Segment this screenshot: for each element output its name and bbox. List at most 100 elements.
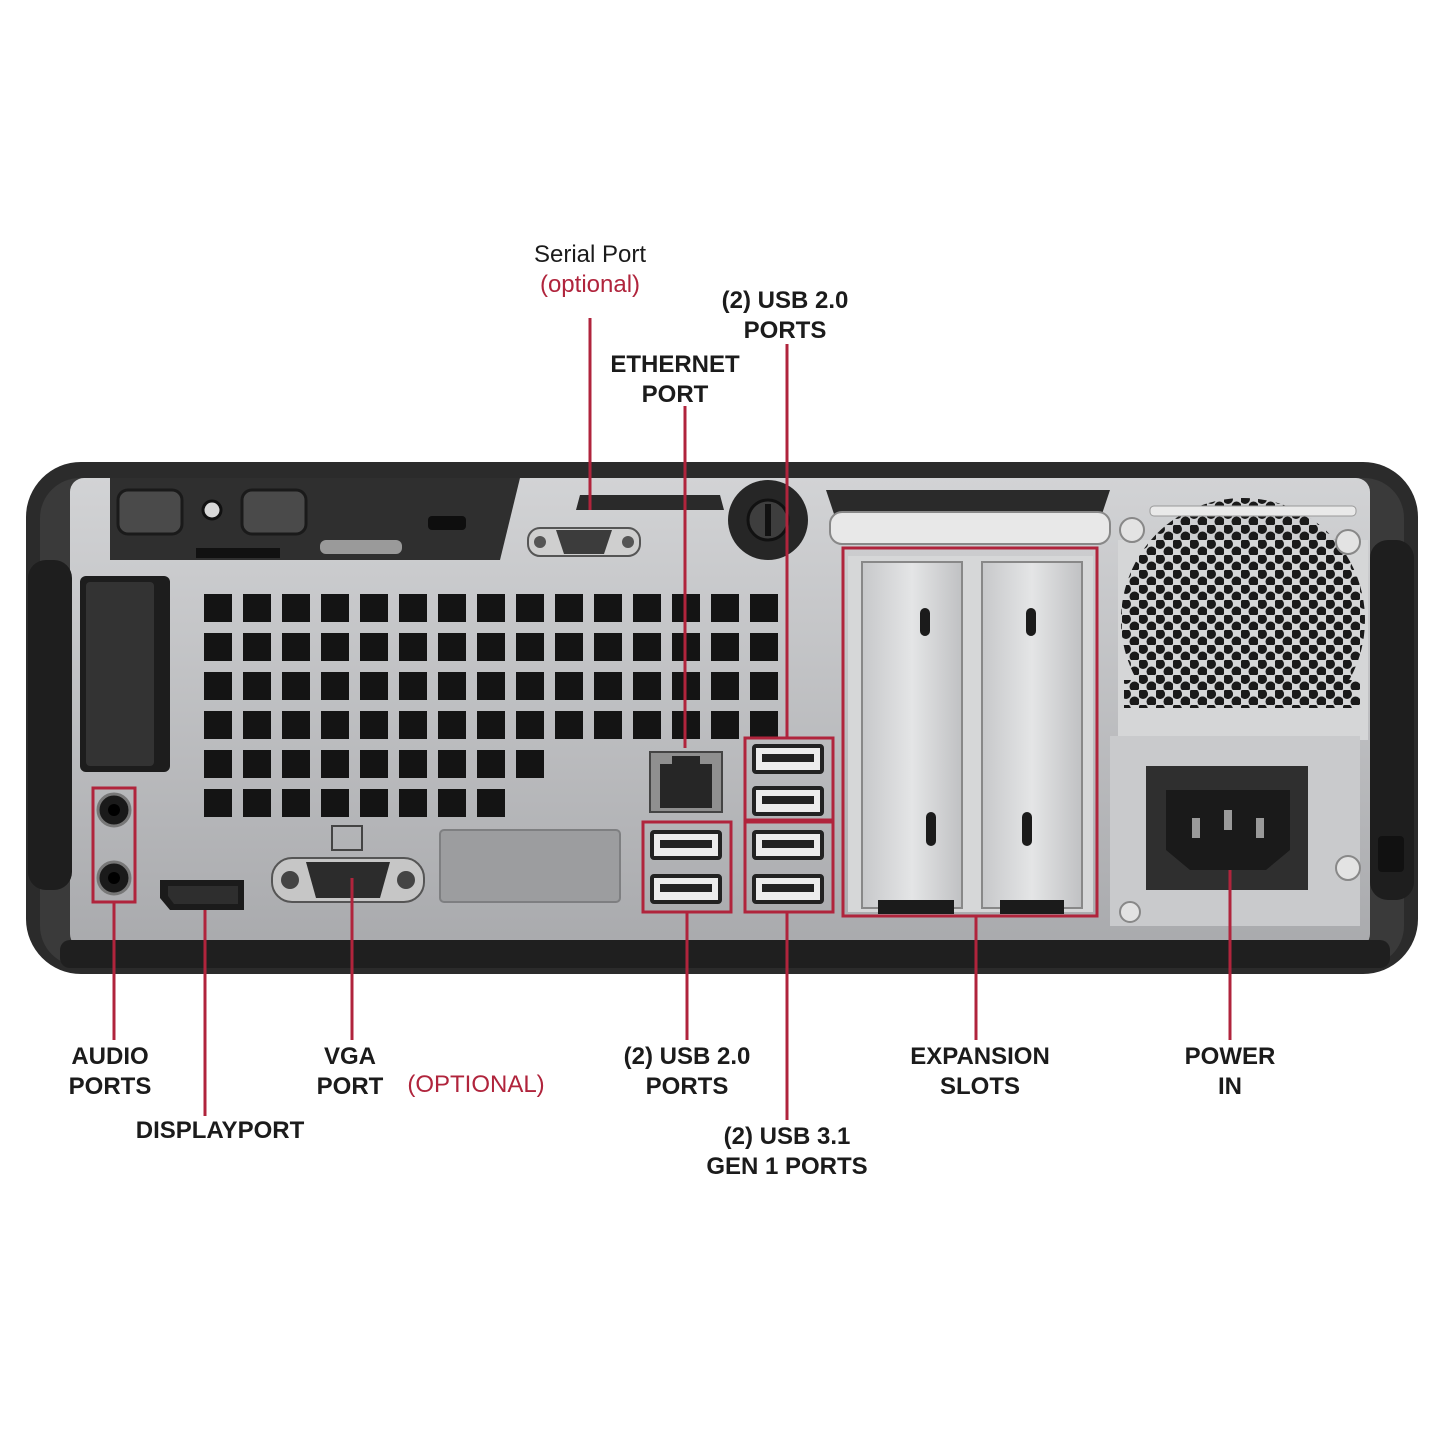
usb20-top-label-line2: PORTS <box>743 317 827 344</box>
vent-square <box>204 711 232 739</box>
vent-square <box>555 633 583 661</box>
serial-port <box>527 527 641 557</box>
vent-square <box>282 750 310 778</box>
vent-square <box>282 711 310 739</box>
vent-square <box>282 633 310 661</box>
ethernet-port-graphic <box>649 751 723 813</box>
vent-square <box>750 594 778 622</box>
vent-square <box>438 672 466 700</box>
vent-square <box>321 633 349 661</box>
label-plate <box>439 829 621 903</box>
vent-square <box>204 672 232 700</box>
vent-square <box>477 594 505 622</box>
vent-square <box>321 789 349 817</box>
vga-label-line2: PORT <box>316 1073 384 1100</box>
vent-square <box>204 594 232 622</box>
vent-square <box>243 594 271 622</box>
vga-label: VGA PORT <box>300 1042 400 1102</box>
vent-square <box>243 633 271 661</box>
vent-square <box>594 633 622 661</box>
power-label: POWER IN <box>1160 1042 1300 1102</box>
vent-square <box>633 711 661 739</box>
top-left-bar <box>110 478 520 560</box>
vent-square <box>555 711 583 739</box>
vent-square <box>750 711 778 739</box>
vent-square <box>750 633 778 661</box>
expansion-label: EXPANSION SLOTS <box>880 1042 1080 1102</box>
usb31-callout-box <box>743 820 835 914</box>
usb20-top-callout-box <box>743 736 835 822</box>
vent-square <box>360 672 388 700</box>
vent-square <box>243 789 271 817</box>
vent-square <box>438 750 466 778</box>
leader-lines <box>112 318 1232 1120</box>
left-card-slot <box>80 576 170 772</box>
vent-square <box>399 750 427 778</box>
vent-square <box>282 594 310 622</box>
power-label-line1: POWER <box>1184 1043 1276 1070</box>
vent-square <box>477 672 505 700</box>
serial-cutout <box>576 495 724 510</box>
vent-square <box>633 594 661 622</box>
ethernet-label: ETHERNET PORT <box>590 350 760 410</box>
vent-square <box>633 672 661 700</box>
vent-square <box>711 711 739 739</box>
vent-square <box>438 633 466 661</box>
vent-square <box>243 750 271 778</box>
vent-square <box>399 711 427 739</box>
usb31-label-line1: (2) USB 3.1 <box>723 1123 851 1150</box>
audio-label-line2: PORTS <box>68 1073 152 1100</box>
serial-port-label-line1: Serial Port <box>533 241 647 268</box>
vent-square <box>282 789 310 817</box>
vent-square <box>516 750 544 778</box>
expansion-label-line1: EXPANSION <box>910 1043 1050 1070</box>
vent-square <box>399 633 427 661</box>
vga-optional-label: (OPTIONAL) <box>396 1070 556 1100</box>
vent-square <box>477 711 505 739</box>
vent-square <box>438 789 466 817</box>
vent-square <box>750 672 778 700</box>
vent-square <box>360 594 388 622</box>
vent-square <box>204 750 232 778</box>
vent-square <box>360 633 388 661</box>
vent-square <box>243 672 271 700</box>
vent-square <box>360 711 388 739</box>
expansion-callout-box <box>841 546 1099 918</box>
expansion-slots-graphic <box>826 490 1111 914</box>
ethernet-label-line2: PORT <box>641 381 709 408</box>
vent-square <box>594 594 622 622</box>
vent-square <box>555 672 583 700</box>
power-label-line2: IN <box>1218 1073 1242 1100</box>
vent-square <box>477 633 505 661</box>
fan-vent <box>1118 498 1368 742</box>
vent-square <box>282 672 310 700</box>
displayport-label-line1: DISPLAYPORT <box>135 1117 305 1144</box>
vent-square <box>360 789 388 817</box>
serial-port-label-line2: (optional) <box>539 271 641 298</box>
vent-square <box>516 633 544 661</box>
vent-square <box>516 672 544 700</box>
vent-square <box>516 711 544 739</box>
vga-port-graphic <box>271 825 425 903</box>
vent-square <box>204 633 232 661</box>
vent-square <box>321 594 349 622</box>
vent-square <box>711 594 739 622</box>
power-socket-graphic <box>1110 736 1404 926</box>
vent-square <box>594 672 622 700</box>
vent-square <box>516 594 544 622</box>
usb20-bottom-label-line2: PORTS <box>645 1073 729 1100</box>
vent-square <box>477 789 505 817</box>
usb31-label-line2: GEN 1 PORTS <box>706 1153 868 1180</box>
usb-ports-graphic <box>650 744 824 904</box>
vent-square <box>204 789 232 817</box>
vent-square <box>399 594 427 622</box>
vent-square <box>477 750 505 778</box>
vent-square <box>243 711 271 739</box>
vent-square <box>594 711 622 739</box>
vent-square <box>399 672 427 700</box>
vent-square <box>321 750 349 778</box>
vent-square <box>438 711 466 739</box>
vent-square <box>438 594 466 622</box>
vga-optional-text: (OPTIONAL) <box>407 1071 545 1098</box>
